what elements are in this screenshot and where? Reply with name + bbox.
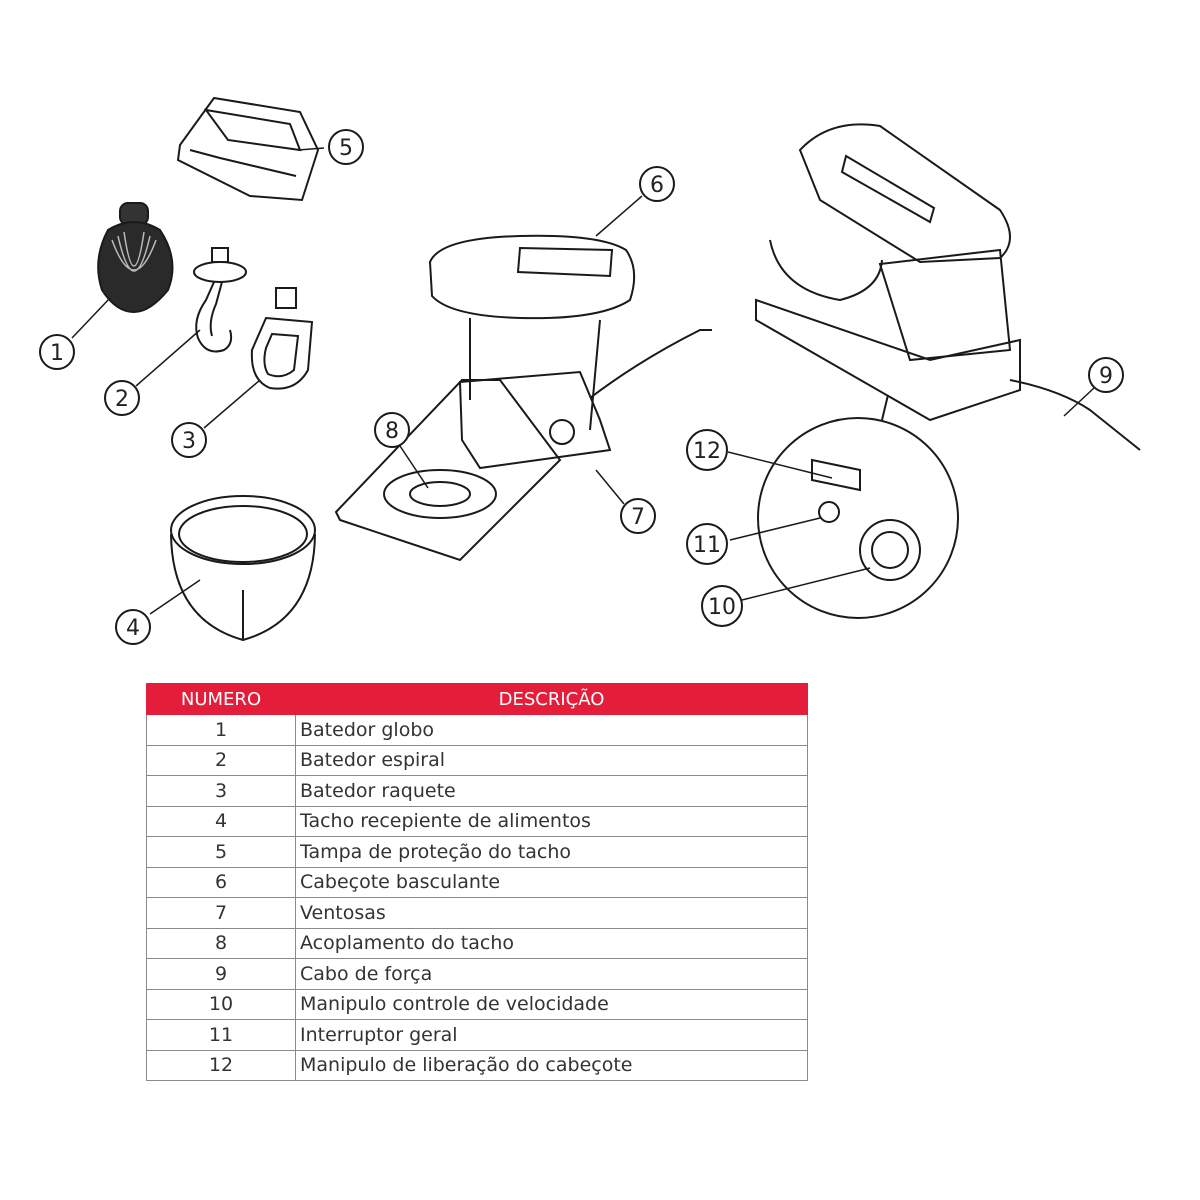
bowl-icon <box>170 495 316 642</box>
row-description: Batedor espiral <box>295 744 808 776</box>
row-description: Acoplamento do tacho <box>295 927 808 959</box>
row-description: Batedor raquete <box>295 775 808 807</box>
row-number: 6 <box>146 866 296 898</box>
row-number: 10 <box>146 988 296 1020</box>
svg-text:5: 5 <box>339 136 353 161</box>
callout-4: 4 <box>115 609 151 645</box>
row-number: 7 <box>146 897 296 929</box>
row-number: 4 <box>146 805 296 837</box>
callout-6: 6 <box>639 166 675 202</box>
mixer-tilted-icon <box>334 234 712 562</box>
row-number: 12 <box>146 1049 296 1081</box>
row-number: 8 <box>146 927 296 959</box>
row-description: Ventosas <box>295 897 808 929</box>
callout-5: 5 <box>328 129 364 165</box>
bowl-guard-icon <box>176 96 320 202</box>
row-description: Interruptor geral <box>295 1019 808 1051</box>
row-number: 11 <box>146 1019 296 1051</box>
row-number: 5 <box>146 836 296 868</box>
control-detail-icon <box>757 394 959 619</box>
whisk-icon <box>97 202 174 314</box>
row-description: Batedor globo <box>295 714 808 746</box>
svg-text:9: 9 <box>1099 364 1113 389</box>
svg-text:7: 7 <box>631 505 645 530</box>
header-number: NUMERO <box>146 683 296 715</box>
svg-text:1: 1 <box>50 341 64 366</box>
row-number: 1 <box>146 714 296 746</box>
svg-text:12: 12 <box>693 439 721 464</box>
svg-text:4: 4 <box>126 616 140 641</box>
row-description: Cabo de força <box>295 958 808 990</box>
row-description: Tacho recepiente de alimentos <box>295 805 808 837</box>
row-number: 3 <box>146 775 296 807</box>
leader-lines <box>71 147 1095 615</box>
row-number: 9 <box>146 958 296 990</box>
parts-diagram: 1 2 3 4 5 6 7 8 9 10 11 12 <box>39 96 1141 645</box>
svg-text:11: 11 <box>693 533 721 558</box>
callout-3: 3 <box>171 422 207 458</box>
table-header-row: NUMERO DESCRIÇÃO <box>146 683 808 715</box>
callout-10: 10 <box>701 585 743 627</box>
callout-2: 2 <box>104 380 140 416</box>
dough-hook-icon <box>193 247 247 353</box>
row-number: 2 <box>146 744 296 776</box>
row-description: Tampa de proteção do tacho <box>295 836 808 868</box>
svg-text:6: 6 <box>650 173 664 198</box>
svg-text:3: 3 <box>182 429 196 454</box>
mixer-assembled-icon <box>755 123 1141 451</box>
callout-12: 12 <box>686 429 728 471</box>
row-description: Cabeçote basculante <box>295 866 808 898</box>
row-description: Manipulo de liberação do cabeçote <box>295 1049 808 1081</box>
header-description: DESCRIÇÃO <box>295 683 808 715</box>
callout-9: 9 <box>1088 357 1124 393</box>
flat-beater-icon <box>250 287 314 390</box>
callout-1: 1 <box>39 334 75 370</box>
svg-text:2: 2 <box>115 387 129 412</box>
callout-7: 7 <box>620 498 656 534</box>
svg-text:8: 8 <box>385 419 399 444</box>
callout-11: 11 <box>686 523 728 565</box>
svg-text:10: 10 <box>708 595 736 620</box>
callout-8: 8 <box>374 412 410 448</box>
row-description: Manipulo controle de velocidade <box>295 988 808 1020</box>
